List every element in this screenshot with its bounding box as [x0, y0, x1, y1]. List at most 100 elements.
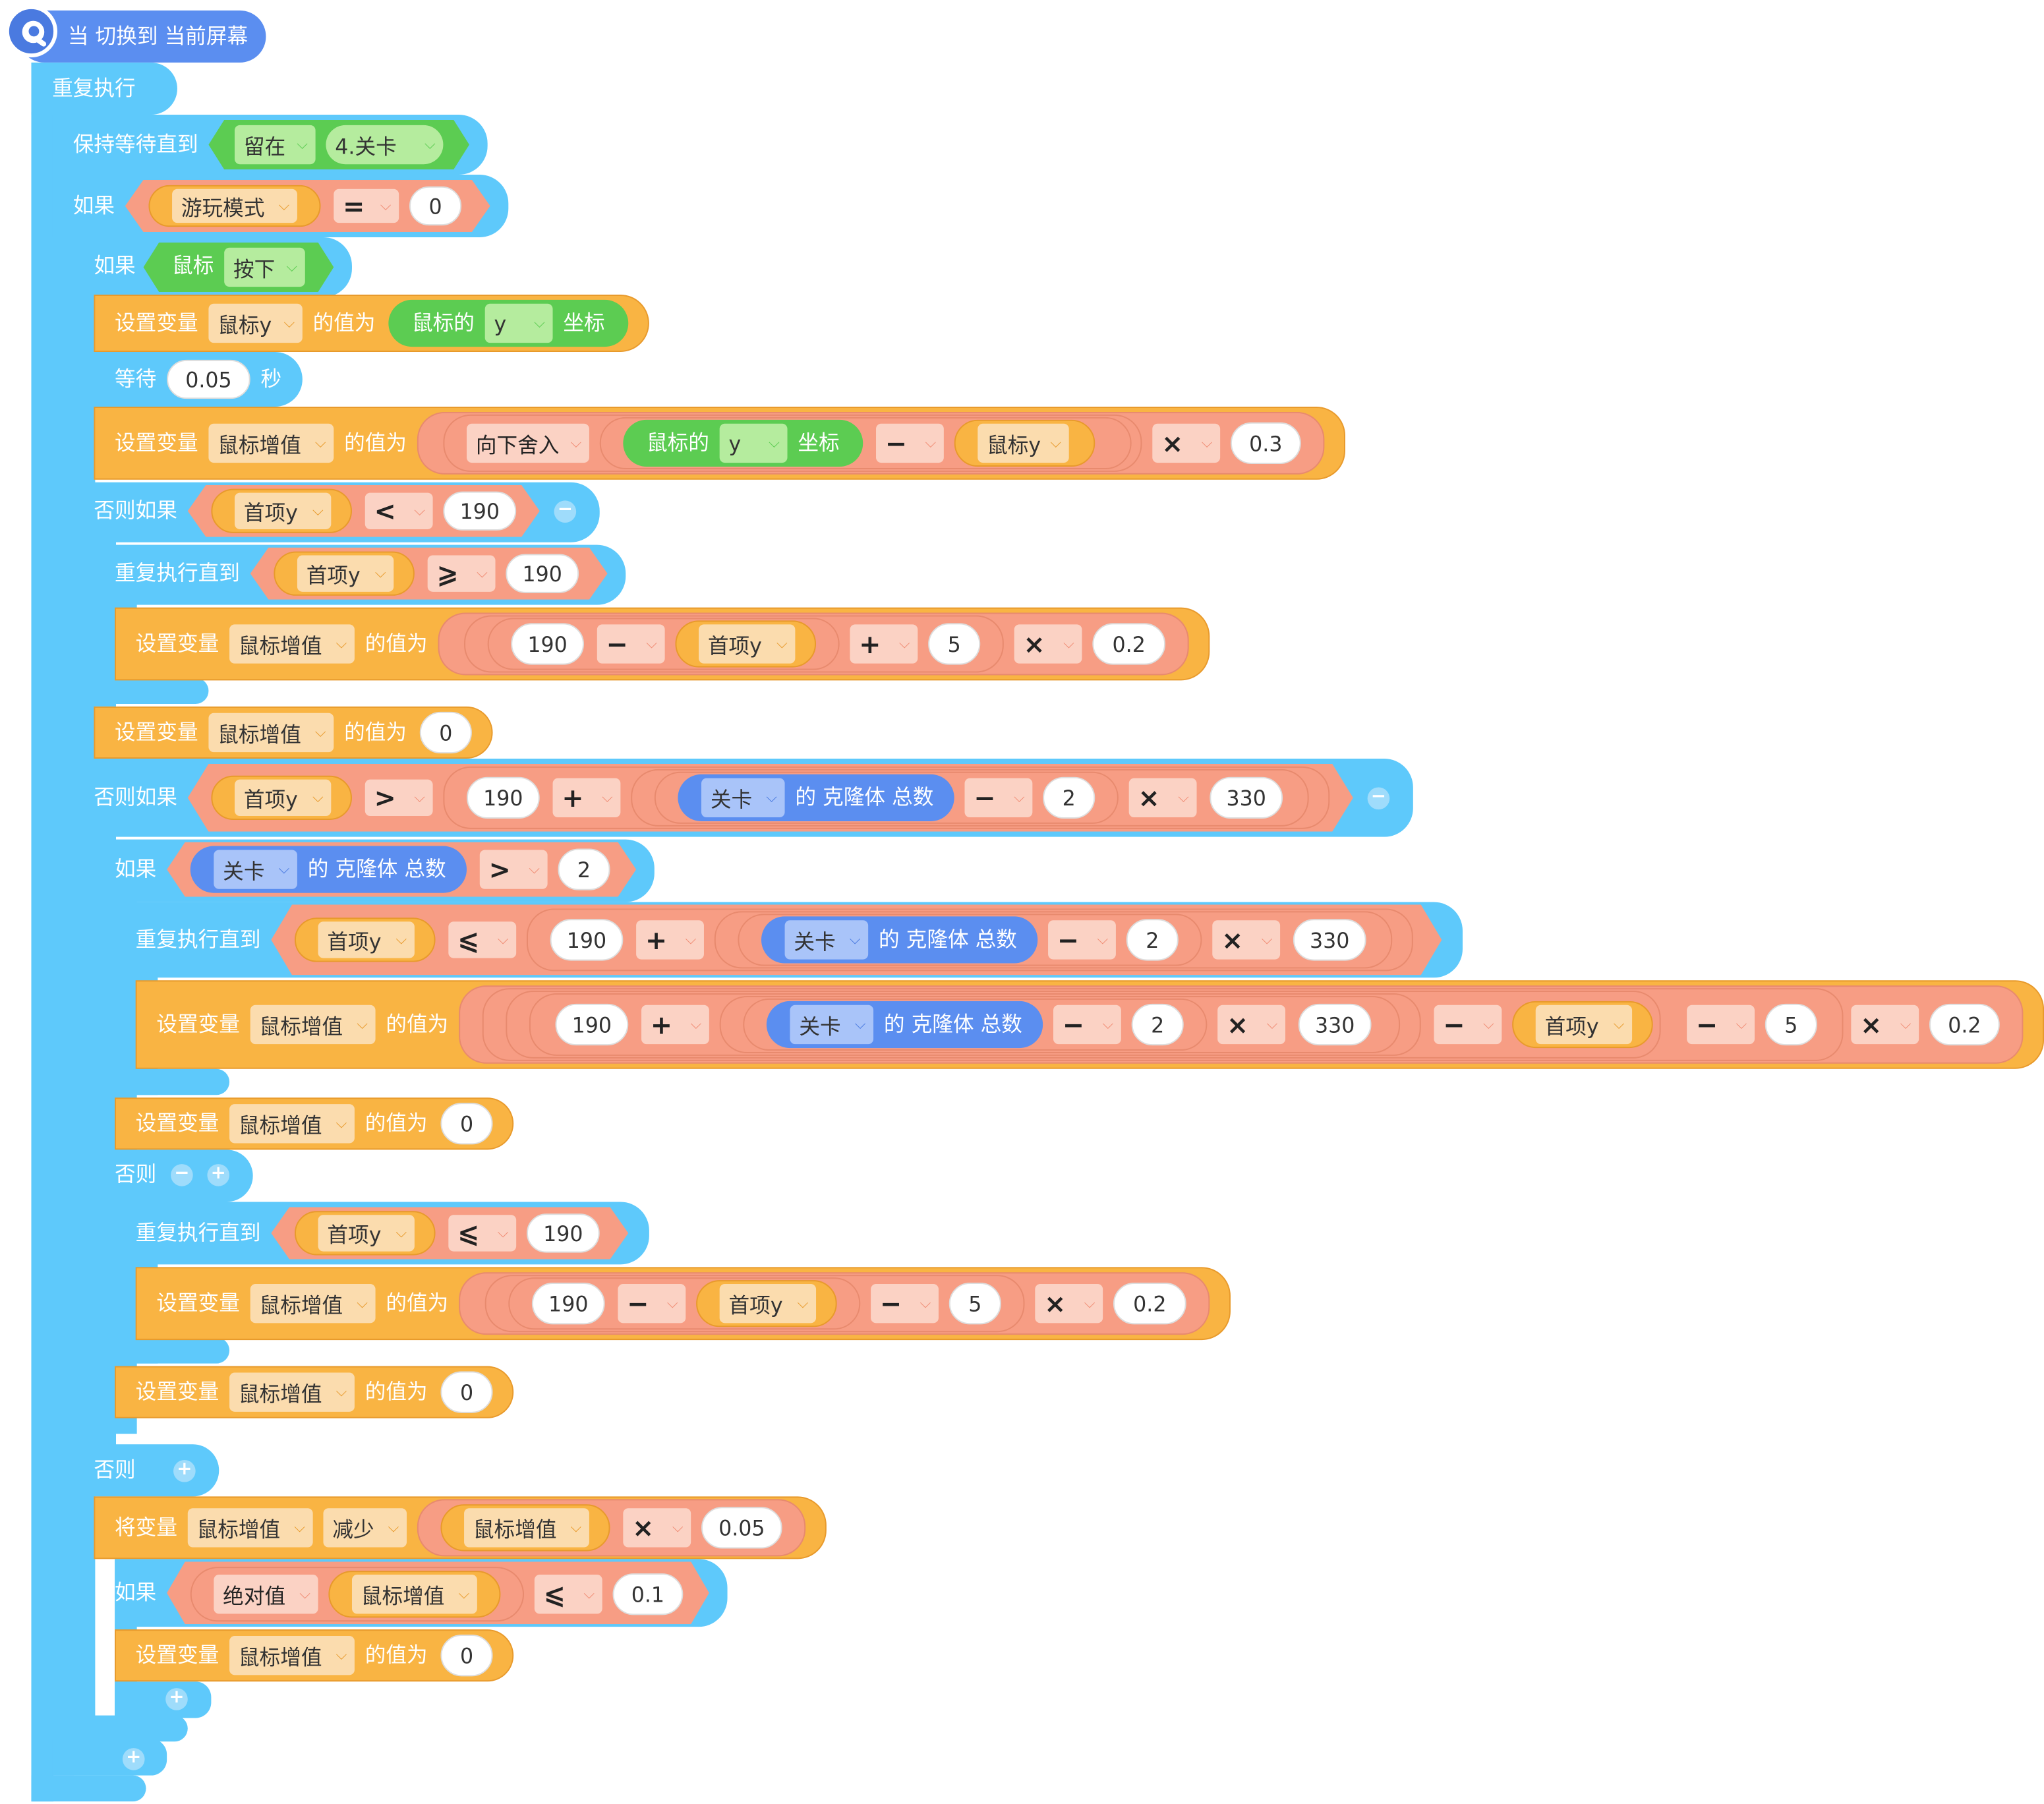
- number-input[interactable]: 330: [1210, 776, 1283, 819]
- number-input[interactable]: 0: [440, 1635, 493, 1677]
- var-dropdown[interactable]: 鼠标增值⌵: [229, 1104, 355, 1144]
- times-op-dropdown[interactable]: ×⌵: [1217, 1004, 1286, 1045]
- first-y-dropdown[interactable]: 首项y⌵: [318, 921, 415, 958]
- number-input[interactable]: 190: [531, 1283, 605, 1325]
- plus-op-dropdown[interactable]: +⌵: [552, 778, 621, 818]
- minus-op-dropdown[interactable]: −⌵: [1687, 1004, 1755, 1045]
- var-dropdown[interactable]: 鼠标y⌵: [208, 303, 303, 343]
- mouse-state-dropdown[interactable]: 按下⌵: [224, 247, 305, 287]
- number-input[interactable]: 190: [526, 1213, 600, 1253]
- first-y-dropdown[interactable]: 首项y⌵: [318, 1215, 415, 1252]
- number-input[interactable]: 0: [440, 1103, 493, 1145]
- times-op-dropdown[interactable]: ×⌵: [1851, 1004, 1919, 1045]
- number-input[interactable]: 2: [1131, 1003, 1184, 1046]
- number-input[interactable]: 5: [949, 1283, 1001, 1325]
- collapse-icon[interactable]: −: [171, 1163, 193, 1186]
- axis-dropdown[interactable]: y⌵: [484, 303, 553, 343]
- add-icon[interactable]: +: [165, 1687, 188, 1710]
- number-input[interactable]: 5: [928, 623, 981, 665]
- number-input[interactable]: 0.1: [612, 1573, 684, 1615]
- var-dropdown[interactable]: 鼠标增值⌵: [250, 1004, 376, 1045]
- number-input[interactable]: 330: [1293, 919, 1366, 961]
- collapse-icon[interactable]: −: [554, 500, 577, 523]
- var-dropdown[interactable]: 鼠标增值⌵: [208, 423, 334, 463]
- mouse-delta-dropdown[interactable]: 鼠标增值⌵: [351, 1575, 477, 1614]
- add-icon[interactable]: +: [122, 1747, 145, 1770]
- first-y-dropdown[interactable]: 首项y⌵: [699, 624, 796, 664]
- le-op-dropdown[interactable]: ⩽⌵: [448, 1215, 517, 1252]
- first-y-dropdown[interactable]: 首项y⌵: [1535, 1004, 1633, 1045]
- number-input[interactable]: 0.3: [1230, 422, 1301, 465]
- number-input[interactable]: 2: [1126, 919, 1179, 961]
- first-y-dropdown[interactable]: 首项y⌵: [234, 779, 332, 817]
- number-input[interactable]: 2: [1043, 776, 1095, 819]
- le-op-dropdown[interactable]: ⩽⌵: [534, 1575, 602, 1614]
- axis-dropdown[interactable]: y⌵: [719, 423, 788, 463]
- number-input[interactable]: 0: [409, 186, 462, 226]
- minus-op-dropdown[interactable]: −⌵: [1434, 1004, 1502, 1045]
- sprite-dropdown[interactable]: 关卡⌵: [784, 920, 869, 960]
- first-y-dropdown[interactable]: 首项y⌵: [719, 1284, 817, 1324]
- mouse-delta-dropdown[interactable]: 鼠标增值⌵: [464, 1508, 589, 1548]
- var-dropdown[interactable]: 鼠标增值⌵: [229, 1372, 355, 1412]
- minus-op-dropdown[interactable]: −⌵: [876, 423, 944, 463]
- number-input[interactable]: 190: [467, 776, 540, 819]
- var-dropdown[interactable]: 鼠标增值⌵: [208, 713, 334, 753]
- ge-op-dropdown[interactable]: ⩾⌵: [427, 555, 496, 592]
- number-input[interactable]: 190: [443, 491, 517, 531]
- mouse-y-dropdown[interactable]: 鼠标y⌵: [978, 423, 1069, 463]
- var-dropdown[interactable]: 鼠标增值⌵: [187, 1508, 313, 1548]
- minus-op-dropdown[interactable]: −⌵: [618, 1284, 686, 1324]
- sprite-dropdown[interactable]: 关卡⌵: [790, 1004, 874, 1045]
- times-op-dropdown[interactable]: ×⌵: [1035, 1284, 1103, 1324]
- minus-op-dropdown[interactable]: −⌵: [964, 778, 1033, 818]
- minus-op-dropdown[interactable]: −⌵: [1048, 920, 1116, 960]
- minus-op-dropdown[interactable]: −⌵: [1053, 1004, 1121, 1045]
- number-input[interactable]: 0: [419, 711, 472, 754]
- times-op-dropdown[interactable]: ×⌵: [1014, 624, 1082, 664]
- seconds-input[interactable]: 0.05: [167, 359, 250, 399]
- number-input[interactable]: 330: [1298, 1003, 1372, 1046]
- number-input[interactable]: 0: [440, 1371, 493, 1413]
- first-y-dropdown[interactable]: 首项y⌵: [234, 492, 332, 529]
- abs-dropdown[interactable]: 绝对值⌵: [214, 1575, 318, 1614]
- eq-op-dropdown[interactable]: =⌵: [334, 189, 399, 223]
- level-dropdown[interactable]: 4.关卡⌵: [326, 125, 444, 165]
- action-dropdown[interactable]: 减少⌵: [323, 1508, 407, 1548]
- number-input[interactable]: 190: [550, 919, 624, 961]
- if4-foot[interactable]: [115, 1681, 212, 1718]
- number-input[interactable]: 190: [506, 554, 579, 593]
- number-input[interactable]: 0.2: [1929, 1003, 2000, 1046]
- plus-op-dropdown[interactable]: +⌵: [850, 624, 918, 664]
- number-input[interactable]: 0.2: [1092, 623, 1166, 665]
- collapse-icon[interactable]: −: [1367, 787, 1390, 810]
- forever-block[interactable]: [31, 62, 177, 115]
- gt-op-dropdown[interactable]: >⌵: [479, 850, 548, 889]
- plus-op-dropdown[interactable]: +⌵: [641, 1004, 709, 1045]
- var-dropdown[interactable]: 鼠标增值⌵: [229, 1636, 355, 1675]
- plus-op-dropdown[interactable]: +⌵: [636, 920, 704, 960]
- number-input[interactable]: 0.2: [1113, 1283, 1186, 1325]
- sprite-dropdown[interactable]: 关卡⌵: [701, 778, 785, 818]
- number-input[interactable]: 190: [555, 1003, 629, 1046]
- hat-block[interactable]: [18, 10, 266, 63]
- le-op-dropdown[interactable]: ⩽⌵: [448, 921, 517, 958]
- number-input[interactable]: 2: [558, 848, 610, 890]
- number-input[interactable]: 5: [1765, 1003, 1817, 1046]
- play-mode-dropdown[interactable]: 游玩模式⌵: [172, 189, 297, 223]
- gt-op-dropdown[interactable]: >⌵: [365, 779, 433, 817]
- var-dropdown[interactable]: 鼠标增值⌵: [229, 624, 355, 664]
- sprite-dropdown[interactable]: 关卡⌵: [214, 850, 297, 889]
- minus-op-dropdown[interactable]: −⌵: [871, 1284, 939, 1324]
- add-icon[interactable]: +: [207, 1163, 230, 1186]
- minus-op-dropdown[interactable]: −⌵: [597, 624, 665, 664]
- first-y-dropdown[interactable]: 首项y⌵: [297, 555, 394, 592]
- times-op-dropdown[interactable]: ×⌵: [1128, 778, 1197, 818]
- stay-dropdown[interactable]: 留在⌵: [234, 125, 316, 165]
- number-input[interactable]: 0.05: [701, 1507, 782, 1549]
- add-icon[interactable]: +: [173, 1459, 196, 1482]
- var-dropdown[interactable]: 鼠标增值⌵: [250, 1284, 376, 1324]
- number-input[interactable]: 190: [511, 623, 585, 665]
- times-op-dropdown[interactable]: ×⌵: [623, 1508, 691, 1548]
- times-op-dropdown[interactable]: ×⌵: [1152, 423, 1221, 463]
